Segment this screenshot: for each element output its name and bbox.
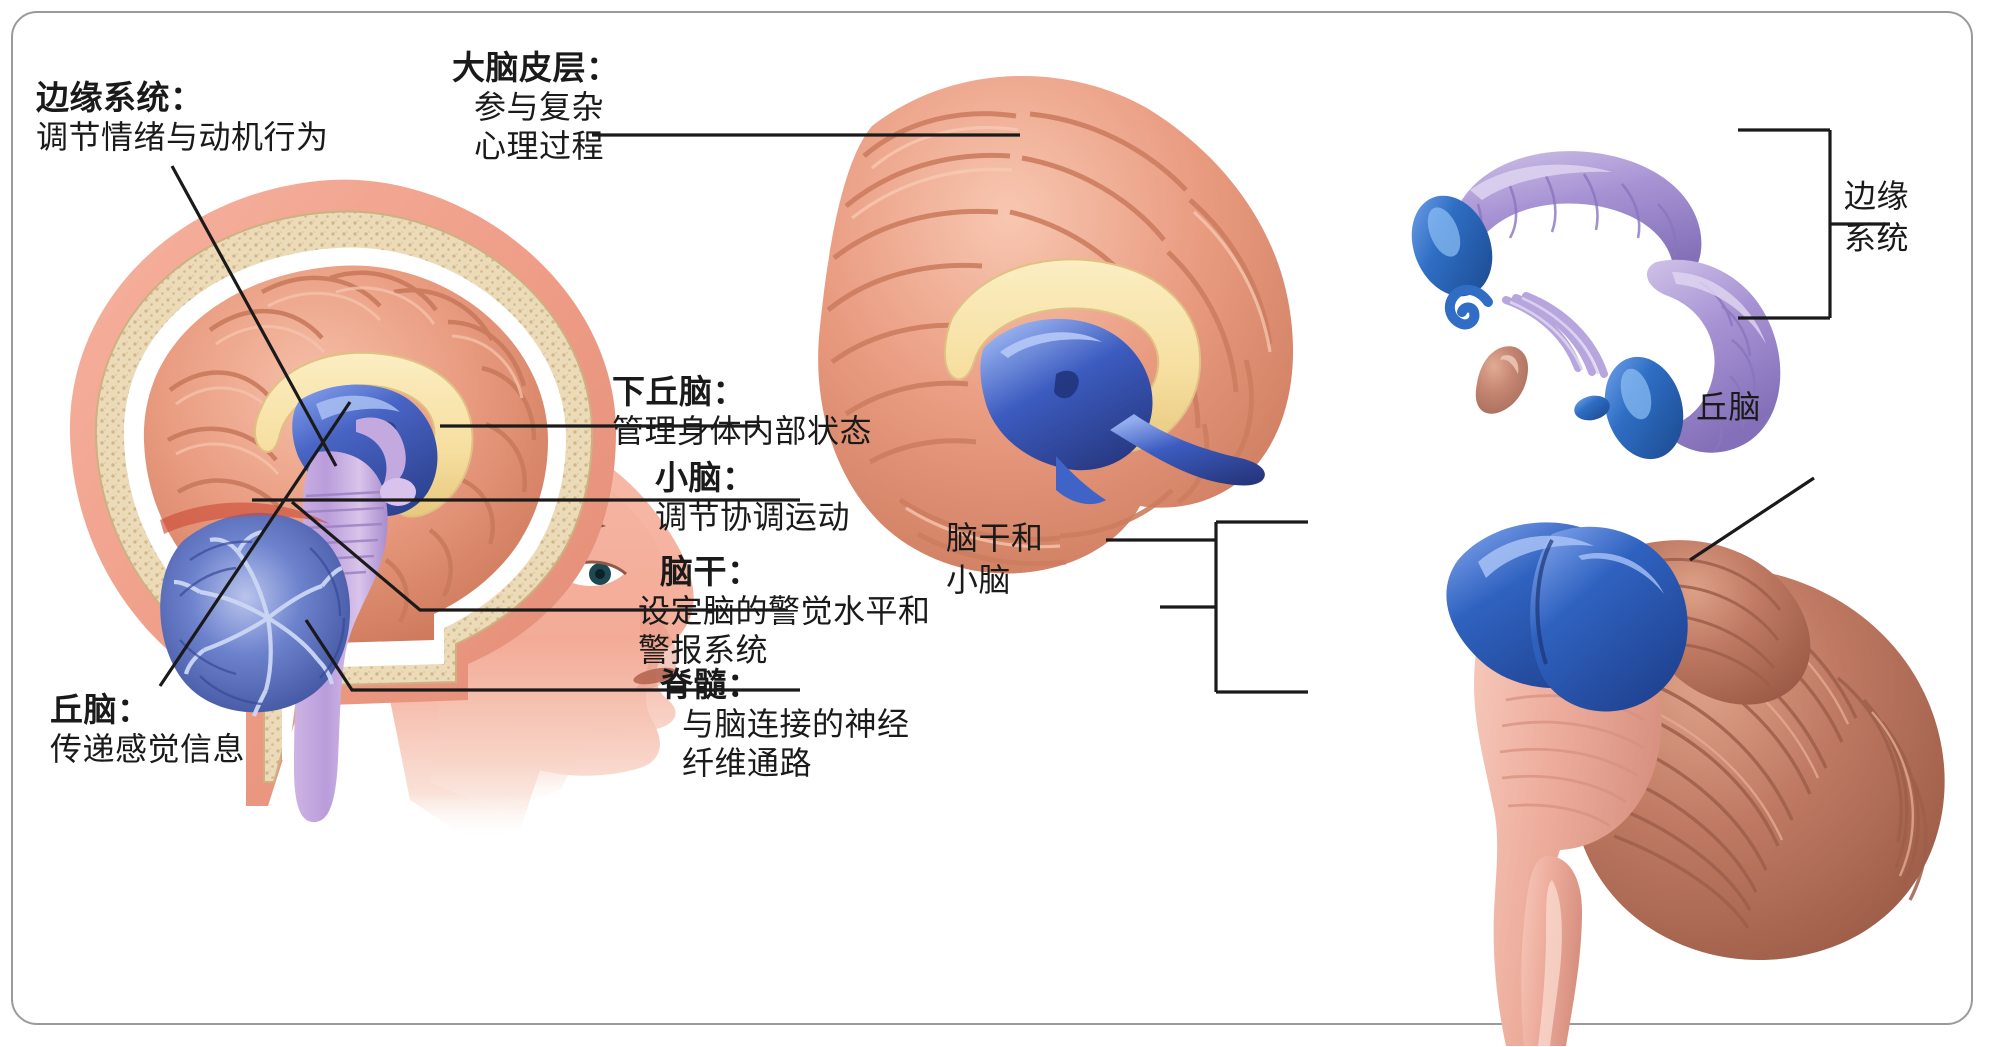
callout-limbic-right-line-1: 边缘 <box>1844 178 1910 214</box>
hippocampus-upper-highlight <box>1470 164 1612 200</box>
arbor-vitae <box>173 529 343 717</box>
fornix-tail <box>1110 414 1265 486</box>
callout-brainstem-cerebellum-line-2: 小脑 <box>946 561 1012 598</box>
callout-cortex-line-1: 参与复杂 <box>474 89 605 126</box>
panel-brainstem-cerebellum <box>1446 522 1945 1046</box>
ventricle-highlight <box>1000 332 1102 358</box>
midbrain-bulge <box>356 417 406 488</box>
amygdala-right-highlight <box>1620 368 1652 420</box>
callout-spinal-cord-line-1: 与脑连接的神经 <box>682 706 910 743</box>
callout-thalamus-heading: 丘脑： <box>50 691 151 728</box>
nose-shade <box>634 600 678 691</box>
callout-cerebellum-heading: 小脑： <box>655 459 756 496</box>
callout-thalamus-right-line-1: 丘脑 <box>1696 389 1762 425</box>
callout-spinal-cord: 脊髓： 与脑连接的神经 纤维通路 <box>660 665 910 783</box>
medulla-highlight <box>1538 880 1562 1046</box>
callout-limbic-right-line-2: 系统 <box>1844 219 1910 256</box>
brainstem-fibers <box>1499 694 1645 828</box>
midsagittal-gyri <box>826 111 1273 567</box>
callout-hypothalamus: 下丘脑： 管理身体内部状态 <box>612 372 872 451</box>
callout-cerebral-cortex: 大脑皮层： 参与复杂 心理过程 <box>452 48 620 166</box>
callout-limbic-system-right: 边缘 系统 <box>1844 176 1909 259</box>
callout-spinal-cord-line-2: 纤维通路 <box>682 745 813 782</box>
bracket-brainstem-cerebellum <box>1160 520 1308 694</box>
hippocampus-upper-striations <box>1471 173 1677 257</box>
hippocampus-lower <box>1646 259 1781 453</box>
leader-thalamus-left <box>158 401 352 687</box>
panel-brain-midsagittal <box>818 75 1294 574</box>
thalamus-midline <box>1535 539 1554 665</box>
mammillary-highlight <box>1500 355 1519 374</box>
callout-brainstem: 脑干： 设定脑的警觉水平和 警报系统 <box>638 552 931 670</box>
callout-cortex-heading: 大脑皮层： <box>452 49 620 86</box>
callout-brainstem-cerebellum-line-1: 脑干和 <box>946 520 1044 556</box>
thalamus-highlight <box>316 395 400 420</box>
septal-nub <box>1574 395 1610 421</box>
tentorium <box>160 502 330 534</box>
leader-spinal-cord <box>304 619 800 692</box>
hippocampus-upper <box>1452 151 1702 288</box>
callout-limbic-heading: 边缘系统： <box>36 79 204 116</box>
hippocampus-lower-striations <box>1699 280 1756 453</box>
thalamus-lobe-back <box>1530 526 1688 712</box>
callout-limbic-line-1: 调节情绪与动机行为 <box>36 119 329 156</box>
callout-brainstem-line-2: 警报系统 <box>638 632 769 669</box>
callout-cerebellum: 小脑： 调节协调运动 <box>655 458 850 537</box>
leader-brainstem <box>290 500 788 612</box>
leader-lines <box>158 133 1815 692</box>
ventricle-notch <box>1054 370 1079 399</box>
panel-limbic-isolated <box>1411 151 1781 460</box>
callout-thalamus: 丘脑： 传递感觉信息 <box>50 690 245 769</box>
amygdala-left-highlight <box>1427 207 1461 257</box>
cerebellum-folia <box>179 540 346 706</box>
callout-thalamus-line-1: 传递感觉信息 <box>50 731 246 768</box>
callout-cerebellum-line-1: 调节协调运动 <box>655 499 851 536</box>
pituitary <box>380 478 416 506</box>
panel-head-section <box>69 179 694 840</box>
callout-brainstem-heading: 脑干： <box>660 553 761 590</box>
callout-hypothalamus-heading: 下丘脑： <box>612 373 746 410</box>
thalamus-highlight-1 <box>1478 535 1594 578</box>
callout-brainstem-cerebellum-right: 脑干和 小脑 <box>946 518 1044 601</box>
bracket-limbic-right <box>1738 128 1890 320</box>
septal-hook <box>1444 284 1493 330</box>
leader-limbic-left <box>170 165 338 467</box>
callout-thalamus-right: 丘脑 <box>1696 388 1761 427</box>
hippocampus-lower-highlight <box>1672 272 1766 344</box>
callout-limbic-system: 边缘系统： 调节情绪与动机行为 <box>36 78 329 157</box>
hippocampus-stub <box>1056 456 1106 505</box>
pupil <box>595 569 605 579</box>
leader-thalamus-right <box>1689 476 1815 562</box>
callout-spinal-cord-heading: 脊髓： <box>660 666 761 703</box>
thalamus-highlight-2 <box>1578 553 1664 594</box>
nostril <box>633 667 677 685</box>
callout-hypothalamus-line-1: 管理身体内部状态 <box>612 413 873 450</box>
callout-brainstem-line-1: 设定脑的警觉水平和 <box>638 593 931 630</box>
callout-cortex-line-2: 心理过程 <box>474 128 605 165</box>
